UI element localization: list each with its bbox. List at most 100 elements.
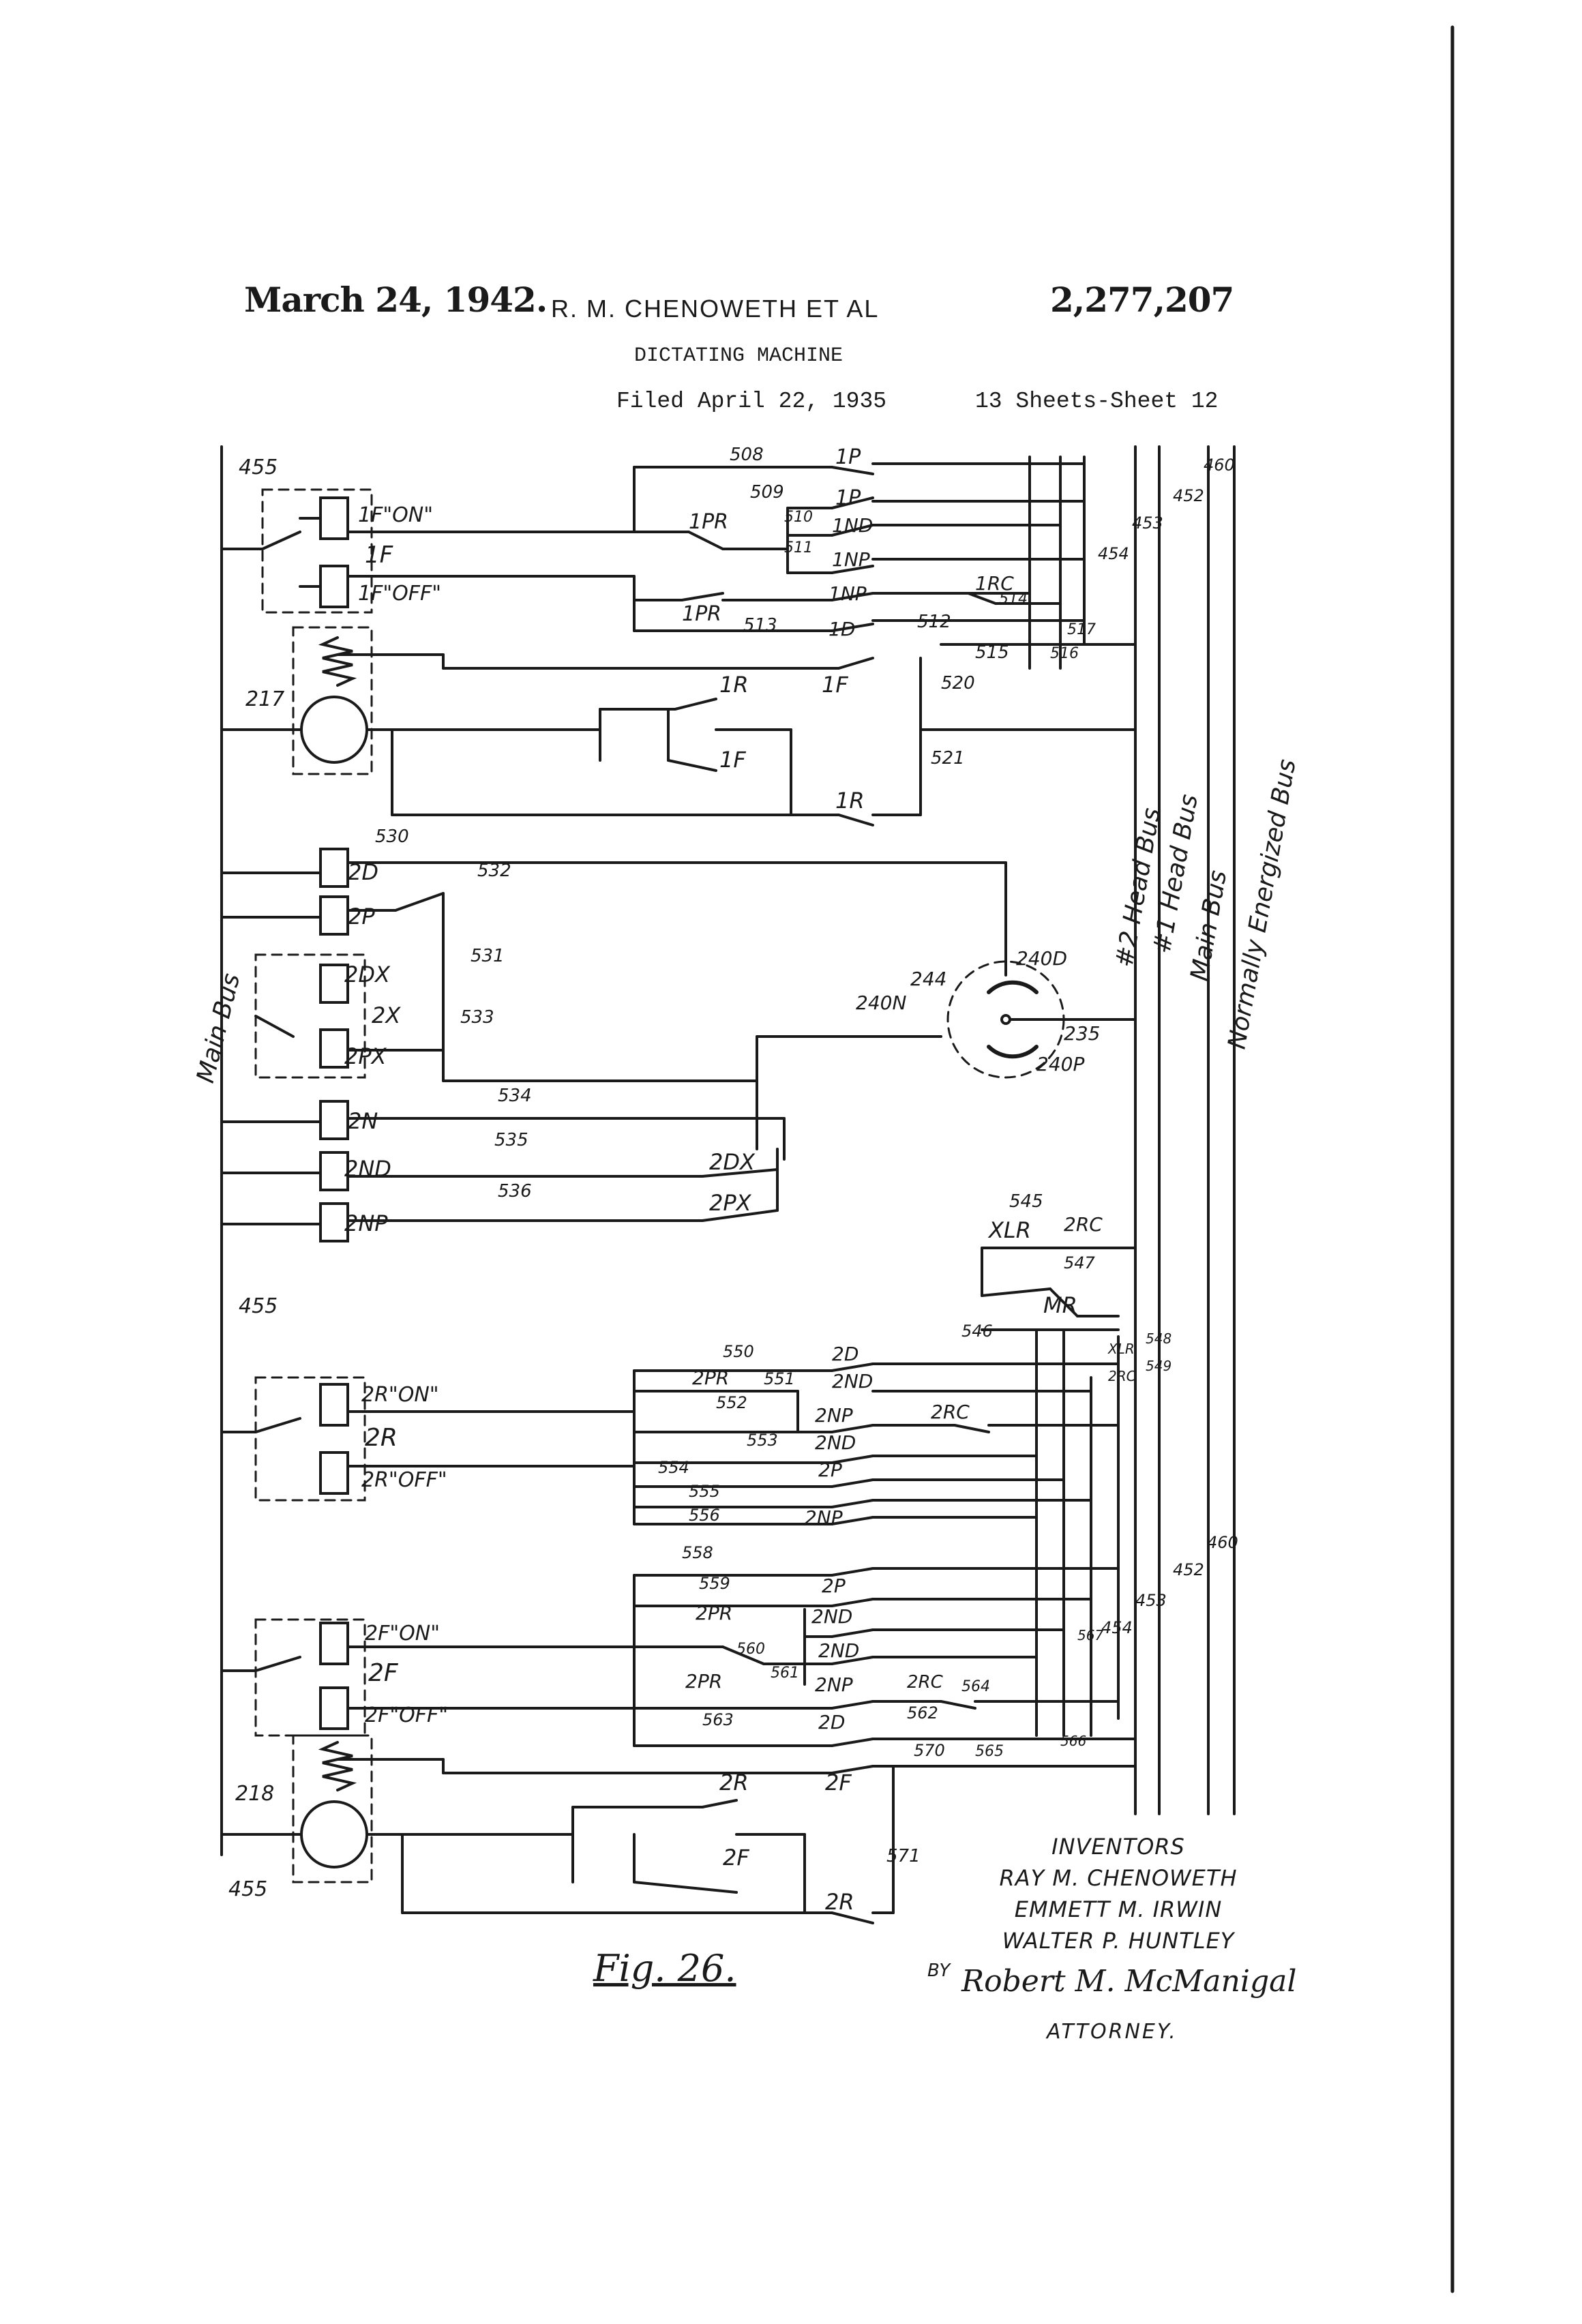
switch-1R: 1R — [719, 672, 749, 698]
bus-label-main-left: Main Bus — [192, 970, 245, 1086]
coil-2F: 2F — [368, 1659, 399, 1687]
ref-455-top: 455 — [239, 456, 278, 479]
ref-217: 217 — [245, 687, 284, 711]
ref-567: 567 — [1077, 1627, 1103, 1643]
inventor-name: EMMETT M. IRWIN — [1014, 1896, 1223, 1922]
ref-452: 452 — [1173, 486, 1204, 505]
switch-1ND: 1ND — [832, 514, 873, 537]
coil-1F-on: 1F"ON" — [358, 503, 433, 527]
switch-2RC-4: 2RC — [907, 1672, 944, 1693]
inventor-name: RAY M. CHENOWETH — [999, 1865, 1238, 1891]
ref-549: 549 — [1146, 1358, 1171, 1374]
switch-1P-a: 1P — [835, 445, 861, 469]
inventors-block: INVENTORS RAY M. CHENOWETH EMMETT M. IRW… — [927, 1831, 1309, 1956]
switch-XLR: XLR — [987, 1217, 1031, 1243]
ref-535: 535 — [494, 1130, 528, 1150]
switch-2ND-c: 2ND — [811, 1605, 852, 1628]
ref-548: 548 — [1146, 1330, 1171, 1347]
switch-2R: 2R — [719, 1770, 749, 1796]
coil-2DX: 2DX — [344, 962, 391, 987]
coil-2R-off: 2R"OFF" — [361, 1468, 447, 1492]
ref-517: 517 — [1067, 621, 1096, 638]
ref-564: 564 — [961, 1678, 990, 1695]
filed-date: Filed April 22, 1935 — [616, 389, 887, 414]
coil-1F: 1F — [365, 541, 393, 569]
switch-1F-b: 1F — [719, 747, 746, 773]
ref-455-bottom: 455 — [228, 1877, 267, 1901]
ref-460b: 460 — [1207, 1533, 1238, 1552]
switch-2F: 2F — [825, 1770, 852, 1796]
switch-1PR-a: 1PR — [689, 510, 728, 534]
switch-2PR-c: 2PR — [685, 1670, 722, 1693]
coil-2P: 2P — [348, 904, 375, 929]
ref-560: 560 — [736, 1641, 765, 1658]
ref-235: 235 — [1064, 1022, 1100, 1045]
inventor-line: R. M. CHENOWETH ET AL — [551, 295, 880, 323]
coil-2X: 2X — [372, 1002, 401, 1028]
switch-2D: 2D — [832, 1343, 859, 1365]
ref-240D: 240D — [1016, 947, 1067, 970]
switch-2ND-d: 2ND — [818, 1639, 859, 1662]
ref-552: 552 — [716, 1393, 747, 1412]
ref-455-mid: 455 — [239, 1294, 278, 1318]
switch-2RC: 2RC — [1064, 1213, 1103, 1236]
coil-2N: 2N — [348, 1108, 378, 1134]
ref-531: 531 — [471, 946, 505, 966]
switch-2PR-b: 2PR — [696, 1602, 732, 1624]
patent-date: March 24, 1942. — [244, 280, 548, 320]
coil-2F-off: 2F"OFF" — [365, 1703, 448, 1727]
ref-453b: 453 — [1135, 1591, 1167, 1610]
ref-515: 515 — [975, 642, 1009, 663]
switch-2P: 2P — [818, 1459, 842, 1481]
coil-2PX: 2PX — [344, 1043, 387, 1069]
switch-2F-b: 2F — [723, 1845, 749, 1871]
ref-563: 563 — [702, 1710, 734, 1729]
ref-550: 550 — [723, 1342, 754, 1361]
ref-547: 547 — [1064, 1253, 1096, 1272]
ref-240P: 240P — [1036, 1053, 1084, 1075]
ref-566: 566 — [1060, 1733, 1086, 1749]
bus-label-main-right: Main Bus — [1185, 868, 1232, 983]
ref-532: 532 — [477, 861, 511, 881]
ref-509: 509 — [750, 482, 784, 503]
ref-218: 218 — [235, 1782, 274, 1806]
switch-2RC-3: 2RC — [1108, 1368, 1136, 1384]
switch-2ND: 2ND — [832, 1370, 873, 1392]
ref-511: 511 — [784, 539, 813, 556]
patent-number: 2,277,207 — [1050, 280, 1234, 320]
attorney-signature: Robert M. McManigal — [961, 1964, 1297, 1999]
ref-460: 460 — [1204, 456, 1235, 475]
ref-534: 534 — [498, 1086, 532, 1106]
ref-545: 545 — [1009, 1191, 1043, 1212]
switch-2PX: 2PX — [709, 1190, 752, 1216]
ref-454b: 454 — [1101, 1618, 1133, 1637]
switch-1PR-b: 1PR — [682, 602, 721, 626]
ref-514: 514 — [999, 591, 1028, 608]
ref-556: 556 — [689, 1506, 720, 1525]
ref-520: 520 — [941, 673, 975, 694]
by-label: BY — [927, 1961, 951, 1981]
ref-558: 558 — [682, 1543, 713, 1562]
switch-1D: 1D — [829, 618, 855, 640]
switch-1RC: 1RC — [975, 572, 1014, 595]
ref-554: 554 — [658, 1458, 689, 1477]
switch-2R-b: 2R — [825, 1889, 854, 1915]
ref-508: 508 — [730, 445, 764, 465]
coil-2NP: 2NP — [344, 1210, 388, 1236]
ref-453: 453 — [1132, 513, 1163, 533]
switch-XLR-2: XLR — [1107, 1341, 1135, 1357]
switch-MR: MR — [1043, 1292, 1077, 1318]
switch-2PR: 2PR — [692, 1367, 729, 1389]
attorney-label: ATTORNEY. — [1047, 2020, 1178, 2044]
coil-2F-on: 2F"ON" — [365, 1622, 440, 1645]
coil-2R-on: 2R"ON" — [361, 1383, 439, 1407]
ref-546: 546 — [961, 1322, 993, 1341]
ref-454: 454 — [1098, 544, 1129, 563]
ref-533: 533 — [460, 1007, 494, 1028]
switch-1NP-b: 1NP — [829, 582, 867, 605]
coil-1F-off: 1F"OFF" — [358, 582, 441, 606]
switch-2P-b: 2P — [822, 1575, 846, 1597]
switch-2ND-b: 2ND — [815, 1431, 856, 1454]
ref-536: 536 — [498, 1181, 532, 1202]
sheet-count: 13 Sheets-Sheet 12 — [975, 389, 1219, 414]
